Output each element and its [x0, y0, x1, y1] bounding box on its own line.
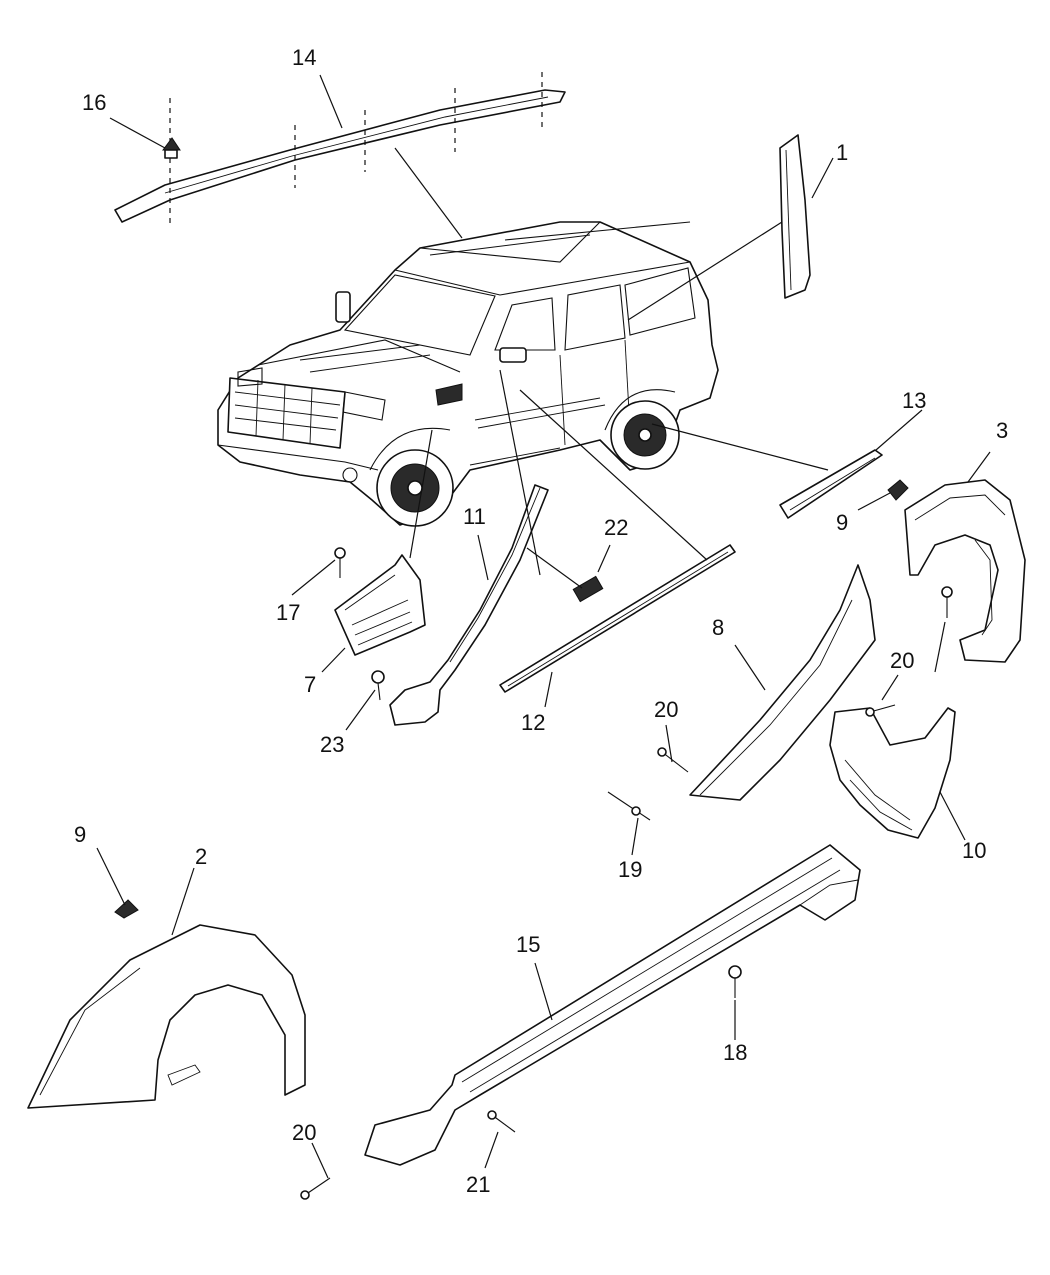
callout-21: 21	[466, 1172, 490, 1197]
callout-18: 18	[723, 1040, 747, 1065]
callout-2: 2	[195, 844, 207, 869]
callout-15: 15	[516, 932, 540, 957]
leader-lines	[96, 74, 991, 1179]
callout-13: 13	[902, 388, 926, 413]
callout-1: 1	[836, 140, 848, 165]
callout-12: 12	[521, 710, 545, 735]
callout-9-upper: 9	[836, 510, 848, 535]
callout-16: 16	[82, 90, 106, 115]
callout-17: 17	[276, 600, 300, 625]
quarter-panel-molding-part	[689, 564, 876, 801]
callout-20-mid: 20	[654, 697, 678, 722]
callout-labels: 1 2 3 7 8 9 9 10 11 12 13 14 15 16 17 18…	[74, 45, 1008, 1197]
pillar-applique-part	[779, 134, 811, 299]
callout-7: 7	[304, 672, 316, 697]
rear-wheel-flare-part	[904, 479, 1026, 663]
callout-20-right: 20	[890, 648, 914, 673]
rear-door-molding-part	[779, 449, 883, 519]
callout-20-bottom: 20	[292, 1120, 316, 1145]
callout-19: 19	[618, 857, 642, 882]
callout-8: 8	[712, 615, 724, 640]
vehicle-illustration	[217, 221, 719, 527]
callout-10: 10	[962, 838, 986, 863]
sill-trim-part	[389, 484, 549, 726]
front-door-molding-part	[499, 544, 736, 693]
callout-22: 22	[604, 515, 628, 540]
roof-rail-part	[114, 72, 566, 225]
callout-3: 3	[996, 418, 1008, 443]
callout-14: 14	[292, 45, 316, 70]
callout-23: 23	[320, 732, 344, 757]
fasteners	[114, 479, 953, 1200]
running-board-part	[364, 844, 861, 1166]
callout-11: 11	[463, 504, 486, 529]
rear-splash-guard-part	[829, 707, 956, 839]
fender-vent-part	[334, 554, 426, 656]
callout-9-lower: 9	[74, 822, 86, 847]
front-wheel-flare-part	[27, 924, 306, 1109]
